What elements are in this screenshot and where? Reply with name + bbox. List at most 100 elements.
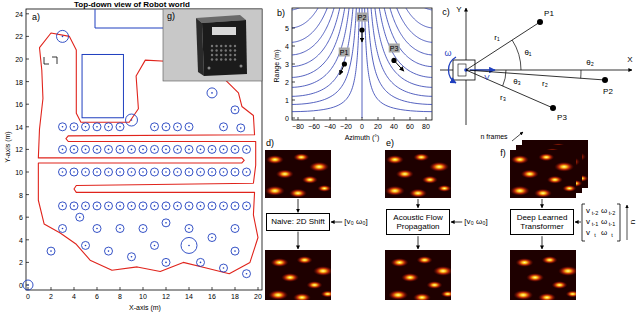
echo-blob (321, 291, 331, 298)
landmark-circle (116, 225, 124, 233)
tick-label: 18 (15, 78, 23, 85)
matrix-bracket (582, 204, 585, 241)
landmark-circle (116, 145, 124, 153)
tick-mark (258, 287, 259, 290)
echo-blob (388, 290, 408, 300)
flow-lines (292, 8, 432, 118)
landmark-dot (108, 126, 110, 128)
wall-line (95, 9, 163, 28)
panel-label: g) (167, 12, 175, 21)
speaker-hole (225, 49, 227, 51)
flow-line (292, 8, 357, 105)
tick-mark (26, 81, 29, 82)
echo-blob (271, 258, 289, 267)
landmark-dot (154, 149, 156, 151)
landmark-dot (119, 205, 121, 207)
matrix-subscript: t-1 (609, 222, 615, 228)
landmark-circle (174, 145, 182, 153)
landmark-dot (200, 149, 202, 151)
pose-marker (44, 57, 57, 64)
robot-sticker (212, 27, 236, 35)
tick-mark (51, 287, 52, 290)
landmark-circle (197, 202, 205, 210)
landmark-circle (59, 168, 67, 176)
echo-blob (547, 176, 563, 184)
axis-title: Range (m) (273, 49, 280, 82)
landmark-dot (108, 171, 110, 173)
speaker-hole (220, 58, 222, 60)
echo-blob (266, 155, 284, 164)
landmark-circle (162, 145, 170, 153)
landmark-circle (59, 145, 67, 153)
echo-blob (276, 170, 294, 179)
range-line (466, 22, 540, 70)
landmark-circle (220, 264, 228, 272)
landmark-dot (177, 171, 179, 173)
landmark-circle (243, 202, 251, 210)
tick-label: 40 (390, 123, 398, 130)
landmark-dot (79, 216, 81, 218)
echo-blob (526, 273, 544, 282)
tick-label: 20 (374, 123, 382, 130)
tick-mark (97, 287, 98, 290)
tick-label: 5 (285, 25, 289, 32)
landmark-dot (119, 171, 121, 173)
speaker-hole (220, 49, 222, 51)
tick-mark (378, 117, 379, 120)
angle-arc (503, 70, 506, 86)
echo-blob (433, 266, 451, 276)
flow-line (414, 8, 432, 10)
angle-symbol: θ₃ (513, 78, 521, 86)
landmark-circle (93, 225, 101, 233)
landmark-dot (223, 126, 225, 128)
matrix-subscript: t-1 (592, 222, 598, 228)
tick-mark (26, 149, 29, 150)
point-label: P1 (339, 48, 350, 57)
landmark-circle (151, 202, 159, 210)
flow-line (367, 8, 432, 105)
landmark-circle (93, 168, 101, 176)
tick-mark (292, 118, 295, 119)
matrix-subscript: t-2 (609, 211, 615, 217)
landmark-circle (23, 280, 33, 290)
echo-blob (513, 290, 533, 300)
flow-line (362, 8, 363, 118)
echo-blob (511, 155, 529, 164)
landmark-dot (142, 228, 144, 230)
matrix-entry: ω (601, 218, 607, 226)
tick-mark (143, 287, 144, 290)
frames-arrow (627, 205, 628, 240)
tick-label: 22 (15, 33, 23, 40)
landmark-dot (85, 245, 87, 247)
tick-label: 10 (15, 169, 23, 176)
tick-mark (330, 117, 331, 120)
echo-blob (417, 256, 433, 264)
tick-label: 8 (118, 293, 122, 300)
velocity-symbol: V (484, 74, 489, 82)
box-text: Deep Learned Transformer (513, 213, 571, 231)
landmark-circle (208, 145, 216, 153)
landmark-circle (185, 202, 193, 210)
tick-label: 12 (162, 293, 170, 300)
landmark-dot (119, 228, 121, 230)
heatmap (265, 250, 331, 300)
landmark-dot (177, 126, 179, 128)
tick-label: 3 (285, 61, 289, 68)
tick-mark (166, 287, 167, 290)
landmark-dot (223, 171, 225, 173)
speaker-hole (225, 45, 227, 47)
landmark-dot (119, 149, 121, 151)
tick-mark (292, 46, 295, 47)
flow-line (292, 8, 342, 67)
range-line (466, 70, 553, 108)
landmark-circle (220, 145, 228, 153)
landmark-circle (139, 145, 147, 153)
tick-label: 4 (19, 236, 23, 243)
angle-symbol: θ₂ (586, 59, 594, 67)
landmark-circle (151, 123, 159, 131)
tick-label: 0 (285, 115, 289, 122)
tick-label: −60 (308, 123, 320, 130)
tick-label: 16 (208, 293, 216, 300)
matrix-subscript: t (611, 233, 613, 239)
velocity-vector: [v₀ ω₀] (464, 218, 488, 226)
